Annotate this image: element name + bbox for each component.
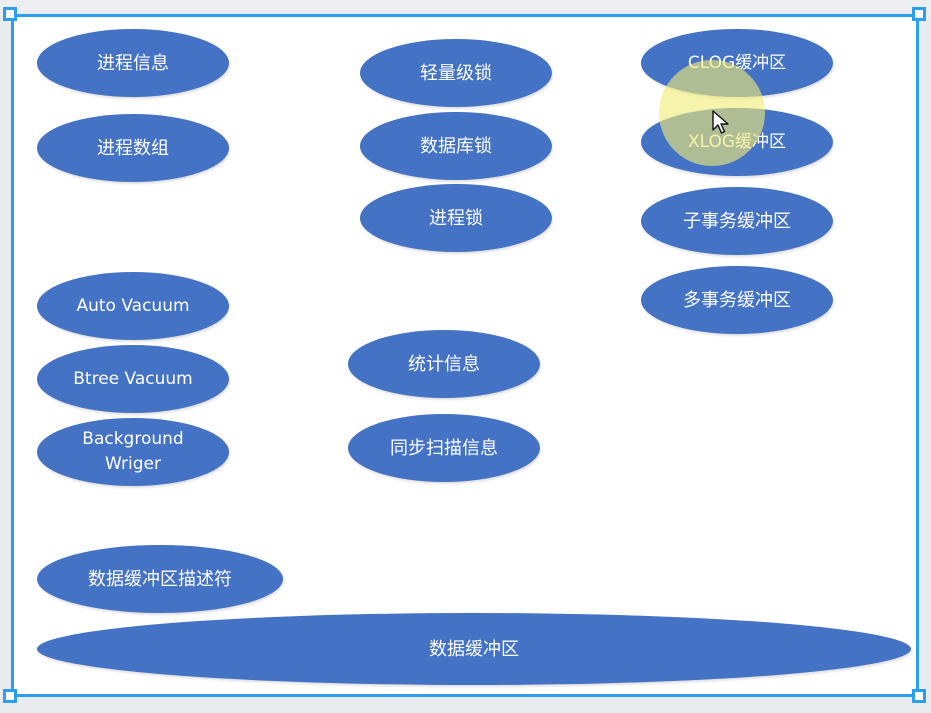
node-database-lock[interactable]: 数据库锁	[360, 112, 552, 180]
node-statistics-info[interactable]: 统计信息	[348, 330, 540, 398]
resize-handle-bottom-right[interactable]	[912, 689, 926, 703]
resize-handle-top-right[interactable]	[912, 7, 926, 21]
node-btree-vacuum[interactable]: Btree Vacuum	[37, 345, 229, 413]
node-background-writer[interactable]: Background Wriger	[37, 418, 229, 486]
top-bar	[0, 0, 931, 12]
node-auto-vacuum[interactable]: Auto Vacuum	[37, 272, 229, 340]
node-data-buffer[interactable]: 数据缓冲区	[37, 613, 911, 685]
cursor-highlight	[659, 60, 765, 166]
node-multitransaction-buffer[interactable]: 多事务缓冲区	[641, 266, 833, 334]
resize-handle-top-left[interactable]	[3, 7, 17, 21]
mouse-pointer-icon	[712, 110, 729, 134]
node-lightweight-lock[interactable]: 轻量级锁	[360, 39, 552, 107]
node-process-array[interactable]: 进程数组	[37, 114, 229, 182]
resize-handle-bottom-left[interactable]	[3, 689, 17, 703]
node-buffer-descriptor[interactable]: 数据缓冲区描述符	[37, 545, 283, 613]
node-subtransaction-buffer[interactable]: 子事务缓冲区	[641, 187, 833, 255]
node-process-lock[interactable]: 进程锁	[360, 184, 552, 252]
node-sync-scan-info[interactable]: 同步扫描信息	[348, 414, 540, 482]
node-process-info[interactable]: 进程信息	[37, 29, 229, 97]
